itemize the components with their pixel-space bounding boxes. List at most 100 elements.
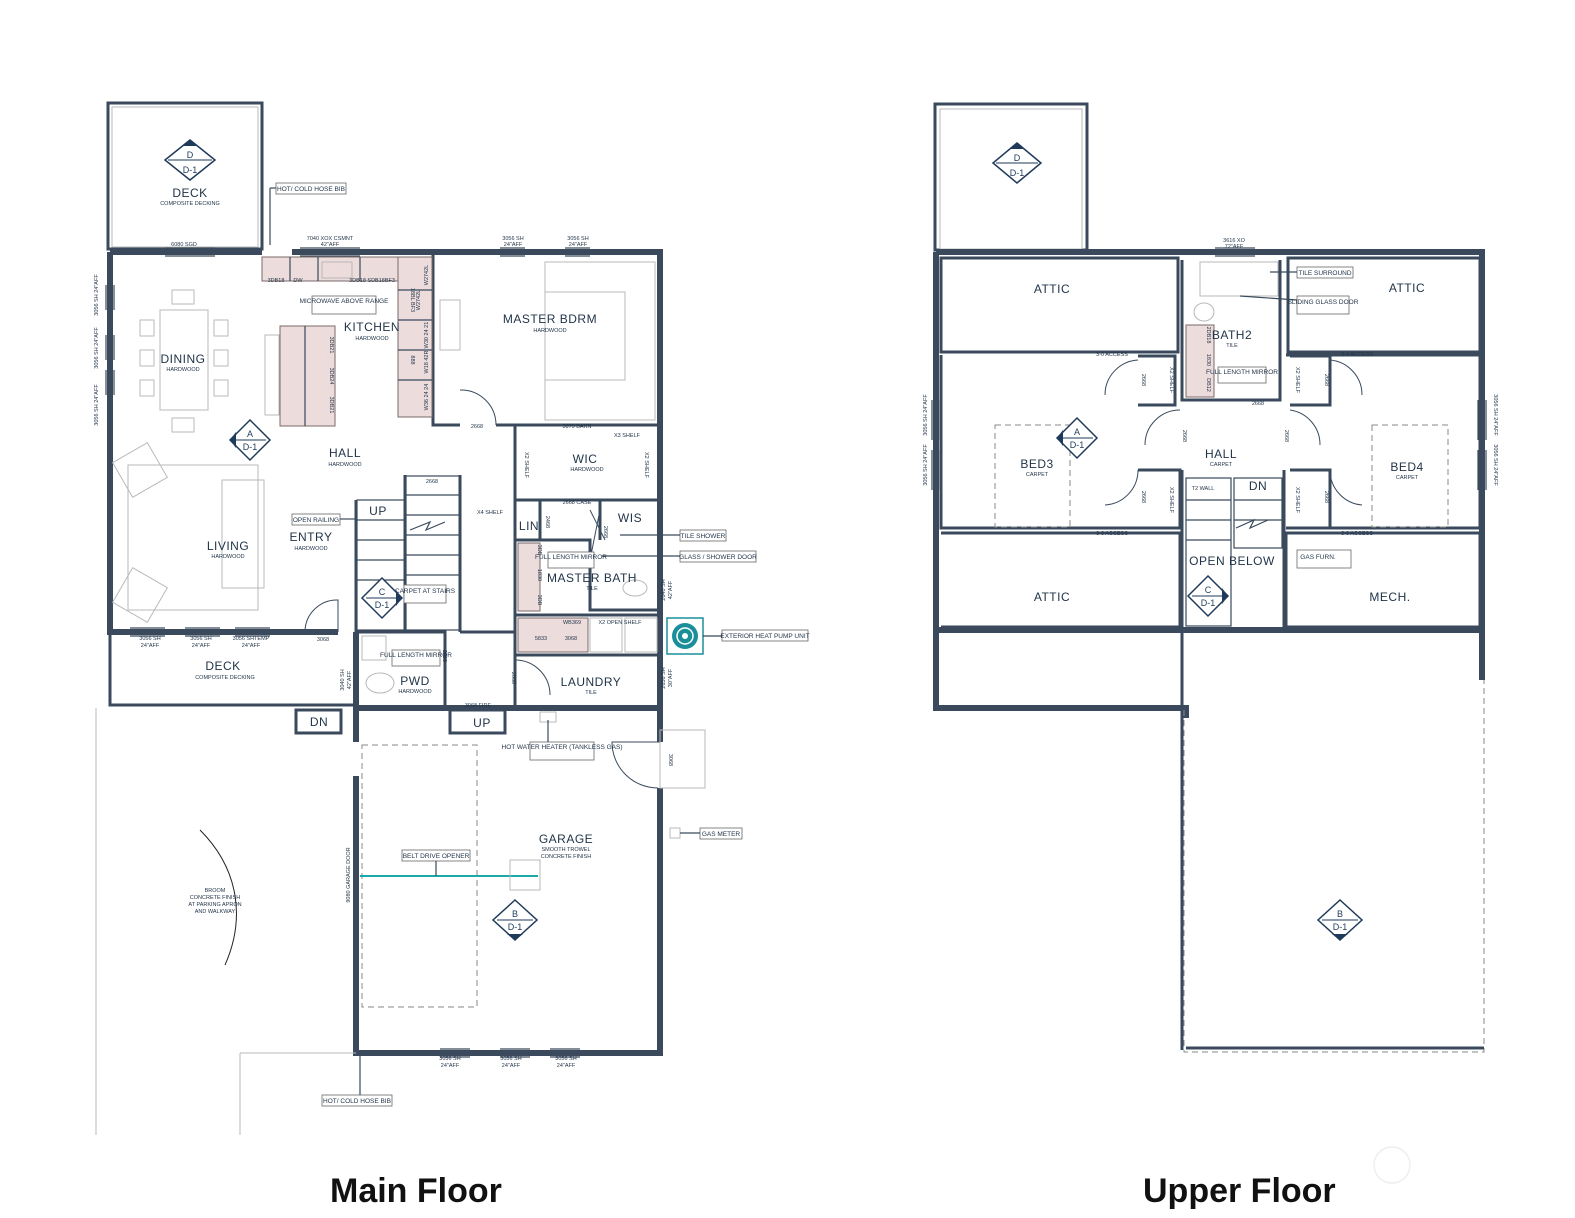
label-b3068: 3068 xyxy=(565,636,577,642)
label-u-shelf-3: X2 SHELF xyxy=(1294,367,1300,394)
label-access-2: 3-0 ACCESS xyxy=(1341,352,1373,358)
callout-gas-meter: GAS METER xyxy=(680,827,743,840)
svg-text:C: C xyxy=(379,587,386,597)
label-3056d2: 24"AFF xyxy=(192,643,211,649)
label-t2wall: T2 WALL xyxy=(1192,486,1215,492)
label-3056e: 3056 SH xyxy=(439,1056,460,1062)
svg-text:C: C xyxy=(1205,585,1212,595)
label-7040: 7040 XOX CSMNT xyxy=(307,236,354,242)
room-garage-sub2: CONCRETE FINISH xyxy=(541,854,591,860)
label-3068fire: 3068 FIRE xyxy=(465,703,492,709)
label-2640b: 42"AFF xyxy=(668,580,674,599)
label-vanity-1: 3DB xyxy=(536,545,542,556)
label-side-3056b: 3056 SH 24"AFF xyxy=(94,327,100,369)
room-dining: DINING xyxy=(161,352,206,366)
label-2468b: 2468 xyxy=(441,650,447,662)
svg-text:D-1: D-1 xyxy=(375,600,390,610)
section-marker-d-upper: D D-1 xyxy=(991,142,1043,184)
main-exterior-west-wall xyxy=(107,252,300,635)
label-2668b: 2668 xyxy=(426,479,438,485)
main-exterior-north-wall xyxy=(110,249,663,742)
label-3056a: 3056 SH xyxy=(502,236,523,242)
stair-up-label: UP xyxy=(369,504,387,518)
label-u-shelf-4: X2 SHELF xyxy=(1294,487,1300,514)
svg-text:HOT WATER HEATER (TANKLESS GAS: HOT WATER HEATER (TANKLESS GAS) xyxy=(502,744,623,751)
label-island-1: 3DB21 xyxy=(328,337,334,354)
label-x3shelf: X3 SHELF xyxy=(614,433,641,439)
label-2640: 2640 SH xyxy=(661,579,667,600)
room-wis: WIS xyxy=(618,511,642,525)
room-mech: MECH. xyxy=(1369,590,1410,604)
room-entry-sub: HARDWOOD xyxy=(294,546,327,552)
svg-text:FULL LENGTH MIRROR: FULL LENGTH MIRROR xyxy=(1206,369,1278,376)
room-entry: ENTRY xyxy=(290,530,333,544)
label-3056f2: 24"AFF xyxy=(502,1063,521,1069)
svg-text:D: D xyxy=(187,150,194,160)
label-u2668-4: 2668 xyxy=(1323,491,1329,503)
svg-text:D: D xyxy=(1014,153,1021,163)
room-garage-sub1: SMOOTH TROWEL xyxy=(541,847,590,853)
room-deck-bottom-sub: COMPOSITE DECKING xyxy=(195,675,255,681)
broom-note-2: CONCRETE FINISH xyxy=(190,895,240,901)
section-marker-c-main: C D-1 xyxy=(360,576,404,620)
room-hall-sub: HARDWOOD xyxy=(328,462,361,468)
callout-carpet-stairs: CARPET AT STAIRS xyxy=(395,584,456,604)
label-3056temp: 3056 SHTEMP xyxy=(233,636,270,642)
label-island-2: 3DB24 xyxy=(328,368,334,385)
section-marker-c-upper: C D-1 xyxy=(1186,574,1230,618)
room-wic: WIC xyxy=(573,452,598,466)
svg-text:SLIDING GLASS DOOR: SLIDING GLASS DOOR xyxy=(1288,299,1359,306)
label-u-side-r1: 3056 SH 24"AFF xyxy=(1492,394,1498,436)
section-marker-a-upper: A D-1 xyxy=(1055,416,1099,460)
label-3040b: 42"AFF xyxy=(347,670,353,689)
kitchen-master-wall xyxy=(431,252,460,427)
callout-heat-pump: EXTERIOR HEAT PUMP UNIT xyxy=(703,629,810,642)
svg-text:HOT/ COLD HOSE BIB: HOT/ COLD HOSE BIB xyxy=(277,186,345,193)
svg-text:D-1: D-1 xyxy=(1201,598,1216,608)
label-vanity-2: 1830 xyxy=(536,569,542,581)
main-stairs xyxy=(356,475,461,631)
label-w30: W30 24 21 xyxy=(424,322,430,349)
room-dining-sub: HARDWOOD xyxy=(166,367,199,373)
svg-text:A: A xyxy=(247,429,253,439)
label-2656: 2656 SH xyxy=(661,667,667,688)
svg-text:CARPET AT STAIRS: CARPET AT STAIRS xyxy=(395,588,456,595)
section-marker-a-main: A D-1 xyxy=(228,418,272,462)
label-u-vanity-1: 2DB18 xyxy=(1205,327,1211,344)
callout-glass-door: GLASS / SHOWER DOOR xyxy=(602,550,757,563)
callout-water-heater: HOT WATER HEATER (TANKLESS GAS) xyxy=(502,720,623,761)
upper-exterior-wall xyxy=(933,252,1189,718)
label-u2668-2: 2668 xyxy=(1140,491,1146,503)
broom-note-3: AT PARKING APRON xyxy=(188,902,241,908)
svg-text:D-1: D-1 xyxy=(183,165,198,175)
room-attic-3: ATTIC xyxy=(1034,590,1070,604)
callout-tile-shower: TILE SHOWER xyxy=(620,529,727,542)
svg-text:D-1: D-1 xyxy=(1010,168,1025,178)
label-x2shelf2: X2 SHELF xyxy=(643,452,649,479)
callout-sliding-glass: SLIDING GLASS DOOR xyxy=(1239,295,1359,315)
room-laundry: LAUNDRY xyxy=(561,675,622,689)
label-3056b2: 24"AFF xyxy=(569,242,588,248)
svg-text:FULL LENGTH MIRROR: FULL LENGTH MIRROR xyxy=(380,652,452,659)
svg-text:EXTERIOR HEAT PUMP UNIT: EXTERIOR HEAT PUMP UNIT xyxy=(720,633,809,640)
svg-text:FULL LENGTH MIRROR: FULL LENGTH MIRROR xyxy=(535,554,607,561)
label-wb: WB369 xyxy=(563,620,581,626)
label-garage-door: 9080 GARAGE DOOR xyxy=(346,847,352,902)
room-laundry-sub: TILE xyxy=(585,690,597,696)
label-3056g: 3056 SH xyxy=(555,1056,576,1062)
callout-belt-drive: BELT DRIVE OPENER xyxy=(401,849,471,876)
label-cab-sdb: 3DB18 SDB18BF3 xyxy=(349,278,395,284)
label-3040: 3040 SH xyxy=(340,669,346,690)
main-floor-title: Main Floor xyxy=(330,1172,502,1210)
label-3056d: 3056 SH xyxy=(190,636,211,642)
label-2668case: 2668 CASE xyxy=(563,500,592,506)
label-w2742l-a: W2742L xyxy=(424,265,430,286)
section-marker-b-main: B D-1 xyxy=(491,898,539,942)
svg-text:GAS METER: GAS METER xyxy=(702,831,741,838)
label-3070: 3070 BARN xyxy=(562,424,591,430)
label-3056g2: 24"AFF xyxy=(557,1063,576,1069)
label-access-3: 3-0 ACCESS xyxy=(1096,531,1128,537)
svg-text:GLASS / SHOWER DOOR: GLASS / SHOWER DOOR xyxy=(679,554,757,561)
room-master-bdrm: MASTER BDRM xyxy=(503,312,597,326)
